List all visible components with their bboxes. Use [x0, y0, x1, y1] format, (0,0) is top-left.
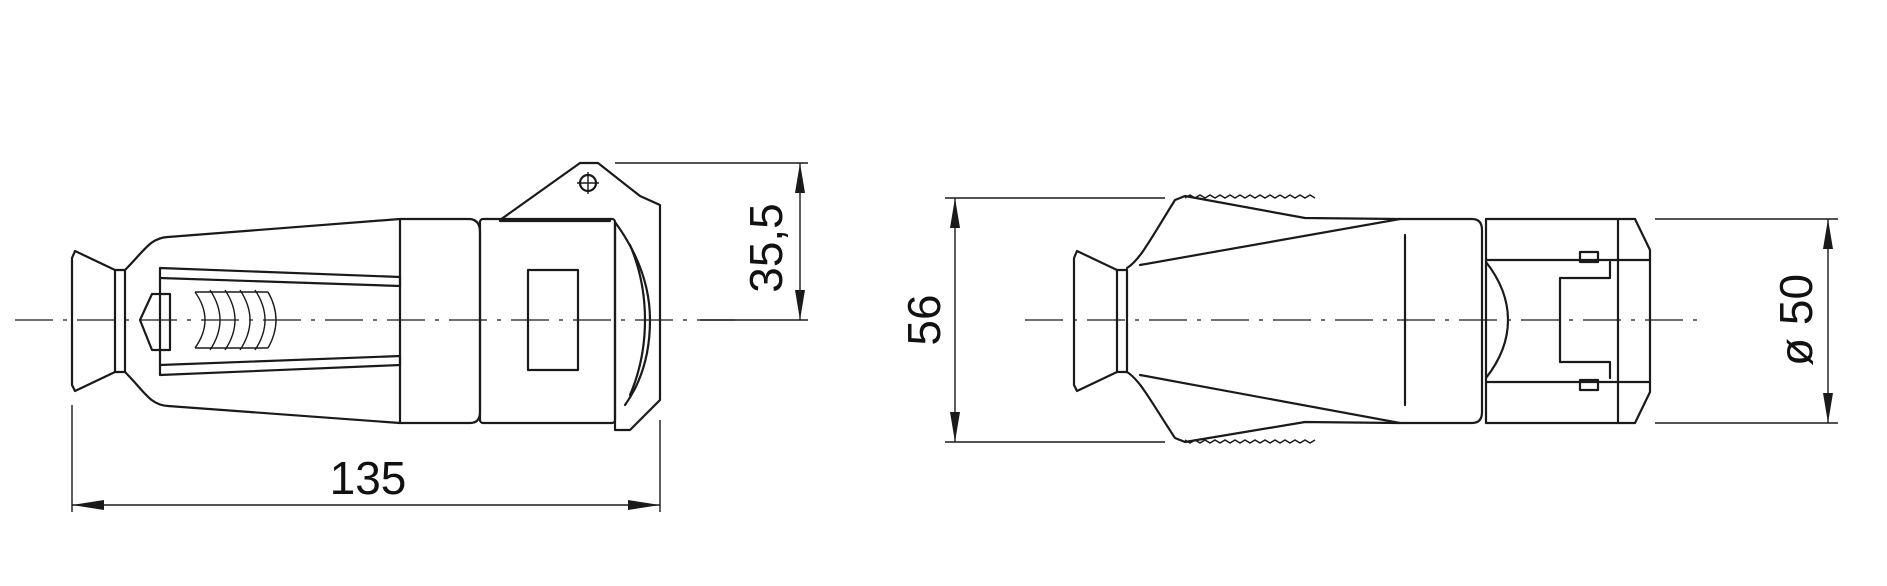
body-lower-edge — [1138, 373, 1402, 425]
dim-diameter-label: ø 50 — [1770, 274, 1822, 366]
arrowhead-56-top — [950, 198, 960, 228]
nameplate-window — [526, 268, 580, 372]
arrowhead-50-top — [1823, 219, 1833, 249]
socket-lens — [1484, 260, 1510, 380]
clamp-finger-top — [158, 266, 402, 288]
body-upper-wing — [1125, 194, 1402, 270]
socket-housing-top — [1484, 217, 1620, 425]
latch-clip-top — [1578, 250, 1600, 264]
cable-entry-flare — [70, 249, 117, 393]
top-view: 56 ø 50 — [898, 194, 1838, 444]
dim-length-label: 135 — [330, 452, 407, 504]
clamp-finger-bottom — [158, 354, 402, 377]
latch-clip-bottom — [1578, 378, 1600, 392]
arrowhead-top — [795, 163, 805, 193]
arrowhead-right — [628, 500, 660, 510]
grip-ribs — [194, 289, 277, 351]
body-lower-wing — [1125, 370, 1402, 444]
arrow-marker — [138, 292, 172, 352]
arrowhead-bottom — [795, 290, 805, 320]
dim-width-label: 56 — [898, 294, 950, 345]
upper-serration — [1184, 194, 1316, 199]
cable-entry-flare-top — [1072, 249, 1119, 393]
hinged-lid — [498, 161, 662, 432]
cable-entry-collar — [113, 268, 127, 374]
tapered-body-outline — [123, 217, 482, 425]
socket-housing — [478, 217, 617, 425]
body-upper-edge — [1138, 217, 1402, 267]
side-view: 135 35,5 — [15, 161, 808, 512]
arrowhead-50-bottom — [1823, 393, 1833, 423]
latch-bracket — [1558, 260, 1612, 380]
lower-serration — [1184, 439, 1316, 444]
body-rounded-end — [1398, 217, 1484, 425]
housing-cap — [1616, 217, 1652, 425]
cable-entry-collar-top — [1115, 268, 1129, 374]
lid-inner-curve — [628, 243, 647, 397]
arrowhead-56-bottom — [950, 412, 960, 442]
dim-half-height-label: 35,5 — [740, 203, 792, 293]
arrowhead-left — [72, 500, 104, 510]
